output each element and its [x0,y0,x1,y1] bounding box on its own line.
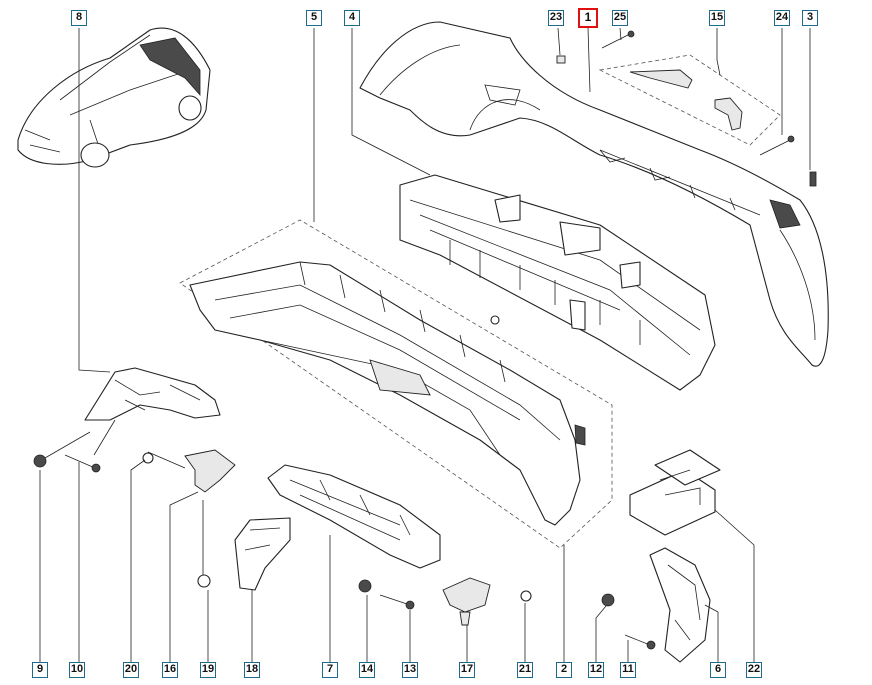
callout-25[interactable]: 25 [612,10,628,26]
callout-23[interactable]: 23 [548,10,564,26]
fastener-25 [601,30,635,49]
callout-10[interactable]: 10 [69,662,85,678]
fastener-23 [556,55,566,64]
part-2-outline [179,219,613,549]
fastener-3 [809,171,817,187]
callout-17[interactable]: 17 [459,662,475,678]
part-4-bumper-beam [399,174,716,391]
callout-7[interactable]: 7 [322,662,338,678]
callout-1-highlighted[interactable]: 1 [578,8,598,28]
part-8-bracket [84,367,221,421]
clip-12 [601,593,615,607]
callout-22[interactable]: 22 [746,662,762,678]
part-15-outline [598,54,781,146]
nut-20 [142,452,154,464]
callout-2[interactable]: 2 [556,662,572,678]
part-2-lower-diffuser [189,261,586,526]
callout-9[interactable]: 9 [32,662,48,678]
screw-10 [64,454,101,473]
callout-4[interactable]: 4 [344,10,360,26]
callout-15[interactable]: 15 [709,10,725,26]
clip-14 [358,579,372,593]
part-1-rear-bumper-cover [359,21,829,367]
callout-18[interactable]: 18 [244,662,260,678]
callout-5[interactable]: 5 [306,10,322,26]
callout-19[interactable]: 19 [200,662,216,678]
leader-lines [39,27,811,662]
callout-21[interactable]: 21 [517,662,533,678]
screw-11 [624,634,656,650]
fastener-24 [759,135,795,156]
part-18-bracket [234,517,291,591]
car-illustration [17,27,211,168]
callout-12[interactable]: 12 [588,662,604,678]
callout-14[interactable]: 14 [359,662,375,678]
part-7-side-bracket [267,464,441,569]
part-22-clip-kit [629,449,721,536]
part-17-bracket [442,577,491,626]
part-6-bracket [649,547,711,663]
part-15-bracket [629,69,743,131]
callout-16[interactable]: 16 [162,662,178,678]
nut-21 [520,590,532,602]
nut-19 [197,574,211,588]
callout-3[interactable]: 3 [802,10,818,26]
callout-8[interactable]: 8 [71,10,87,26]
callout-6[interactable]: 6 [710,662,726,678]
callout-11[interactable]: 11 [620,662,636,678]
part-16-bracket [184,449,236,493]
callout-13[interactable]: 13 [402,662,418,678]
clip-9 [33,454,47,468]
callout-24[interactable]: 24 [774,10,790,26]
screw-13 [379,594,415,610]
callout-20[interactable]: 20 [123,662,139,678]
